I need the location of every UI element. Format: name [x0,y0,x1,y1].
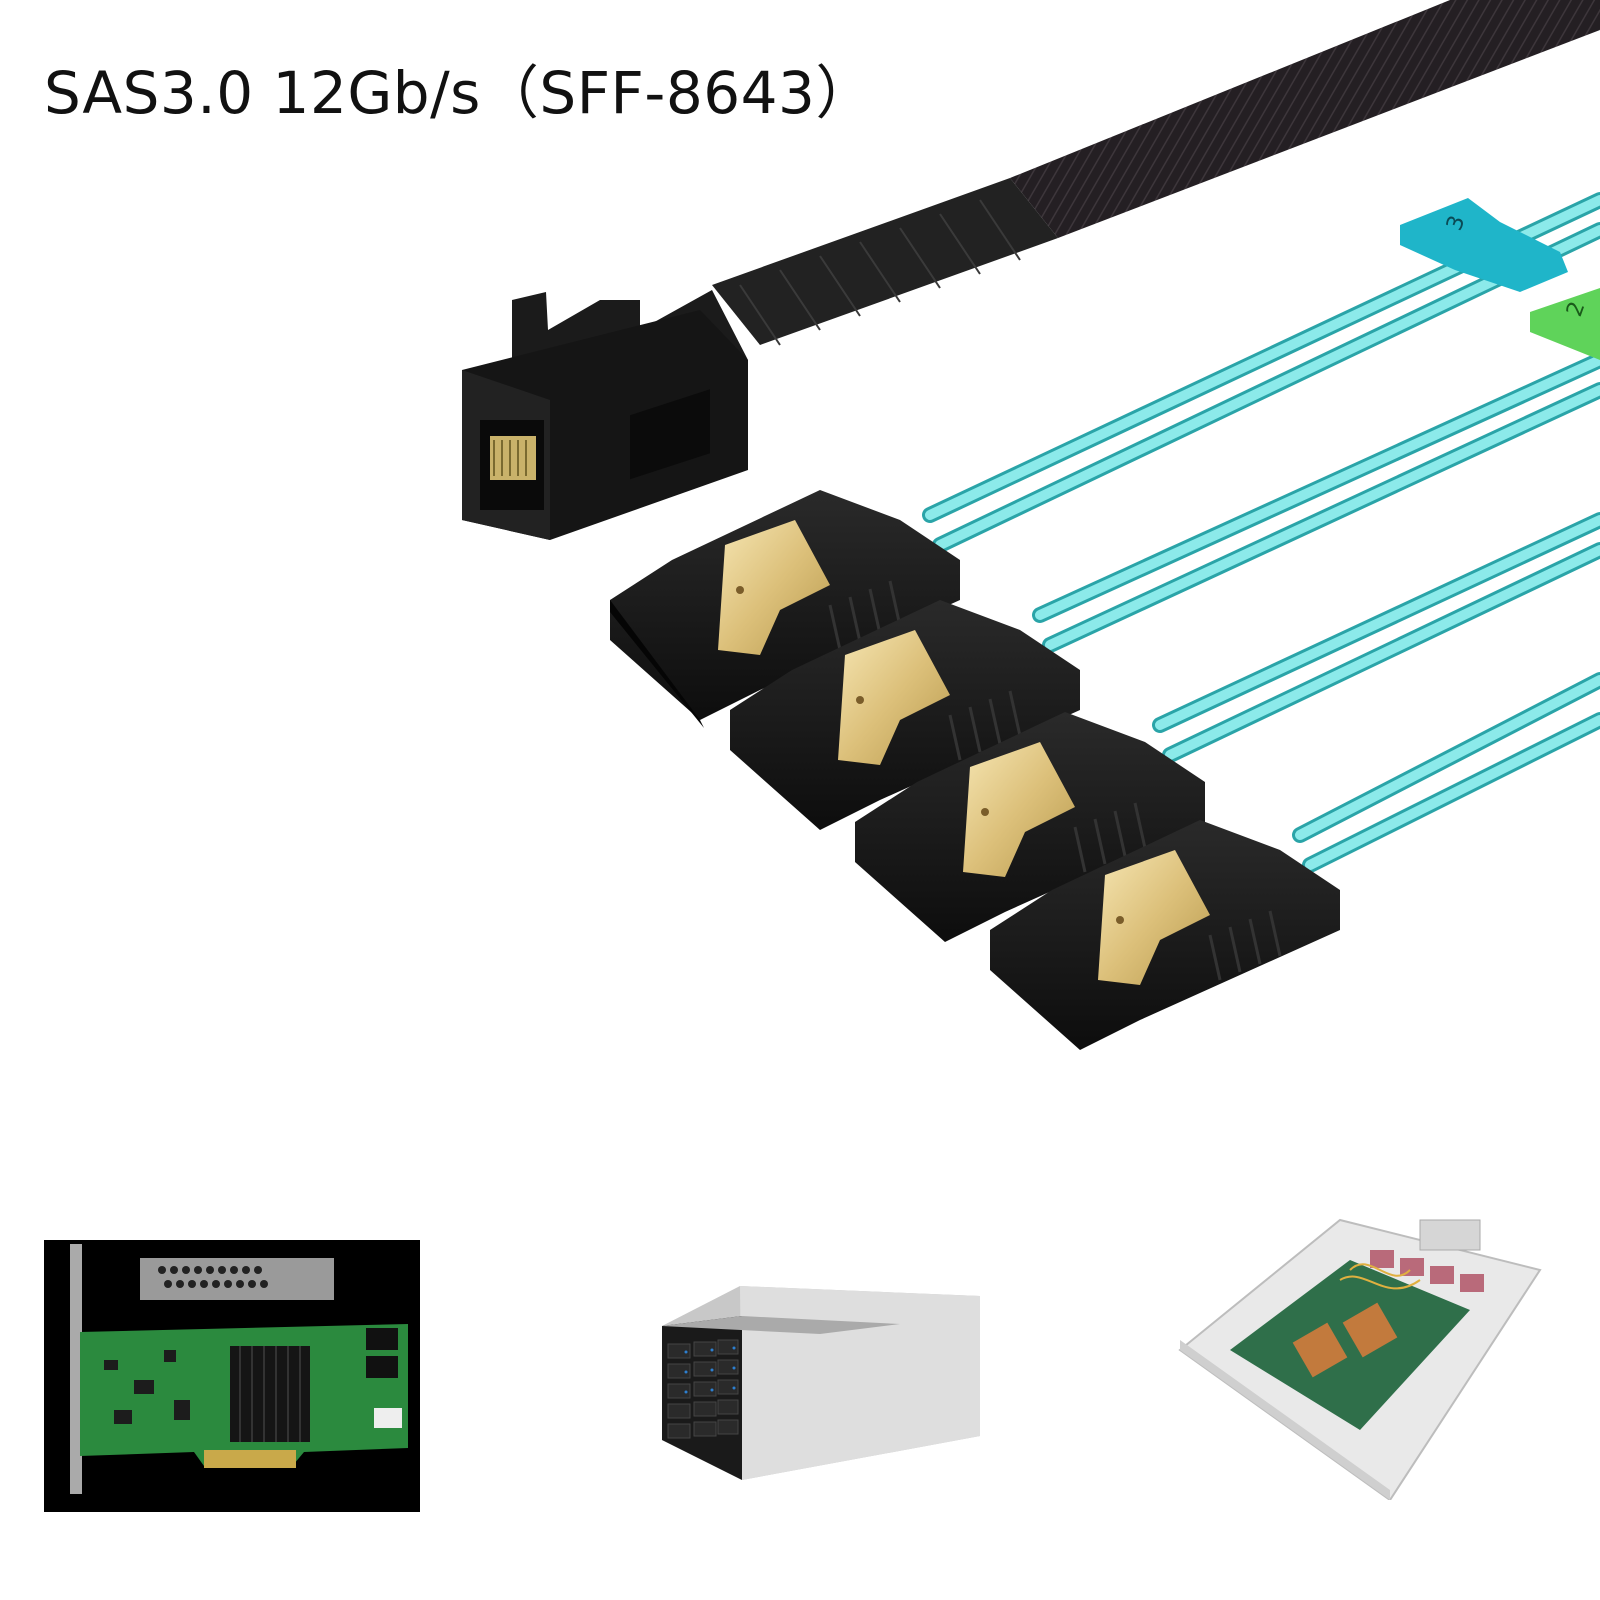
raid-card-thumbnail [44,1240,420,1512]
sata-connector-1 [610,389,960,728]
product-title: SAS3.0 12Gb/s（SFF-8643） [44,59,874,127]
braided-cable [712,0,1600,346]
cable-tag-2: 2 [1530,288,1600,360]
storage-server-thumbnail [650,1280,980,1480]
sata-connectors [610,389,1340,1050]
storage-server-icon [662,1286,980,1480]
sata-connector-4 [990,820,1340,1050]
cable-tag-3: 3 [1400,198,1568,292]
sata-connector-2 [730,600,1080,830]
server-chassis-thumbnail [1170,1210,1550,1500]
cable-product-illustration: 3 2 [462,0,1600,1050]
sff-8643-connector [462,290,748,540]
server-chassis-icon [1178,1218,1542,1500]
sata-connector-3 [855,712,1205,942]
raid-card-icon [44,1240,420,1512]
